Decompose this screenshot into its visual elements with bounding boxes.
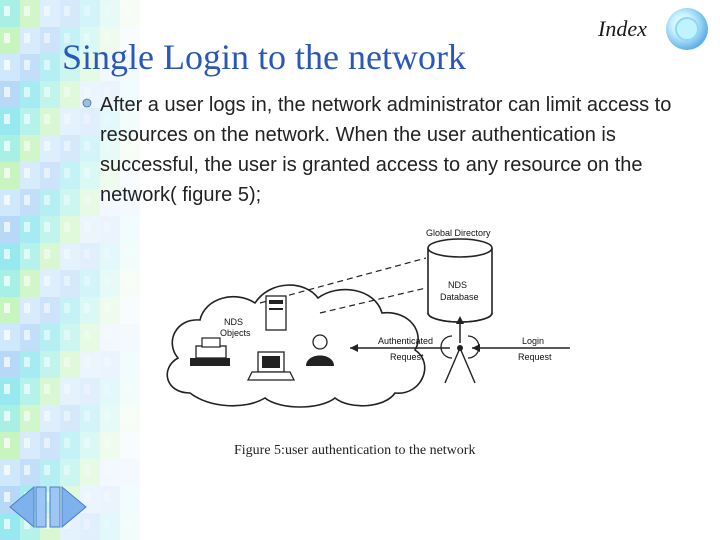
- index-orb-icon[interactable]: [664, 6, 710, 52]
- bullet-icon: [82, 98, 92, 108]
- slide-navigation: [9, 485, 87, 529]
- objects-label: Objects: [220, 328, 251, 338]
- prev-arrow-icon[interactable]: [9, 485, 47, 529]
- network-diagram: Global Directory NDS Database NDS Object…: [166, 228, 570, 408]
- dashed-link-bottom: [319, 287, 427, 314]
- nds-label: NDS: [448, 280, 467, 290]
- auth-request-label: Request: [390, 352, 424, 362]
- login-request-label: Request: [518, 352, 552, 362]
- printer-icon: [190, 337, 230, 366]
- server-icon: [265, 295, 287, 331]
- bullet-text: After a user logs in, the network admini…: [100, 94, 672, 206]
- global-directory-label: Global Directory: [426, 228, 491, 238]
- login-label: Login: [522, 336, 544, 346]
- nds-database-icon: [427, 238, 493, 323]
- decorative-side-band: [0, 0, 140, 540]
- authenticated-label: Authenticated: [378, 336, 433, 346]
- gateway-antenna-icon: [440, 335, 480, 384]
- network-cloud: [166, 284, 426, 408]
- index-link[interactable]: Index: [598, 16, 647, 41]
- user-icon: [306, 334, 334, 366]
- nds-objects-label: NDS: [224, 317, 243, 327]
- slide-title: Single Login to the network: [62, 37, 466, 77]
- figure-caption: Figure 5:user authentication to the netw…: [234, 443, 476, 458]
- dashed-link-top: [259, 257, 427, 304]
- database-label: Database: [440, 292, 479, 302]
- laptop-icon: [246, 351, 296, 381]
- next-arrow-icon[interactable]: [49, 485, 87, 529]
